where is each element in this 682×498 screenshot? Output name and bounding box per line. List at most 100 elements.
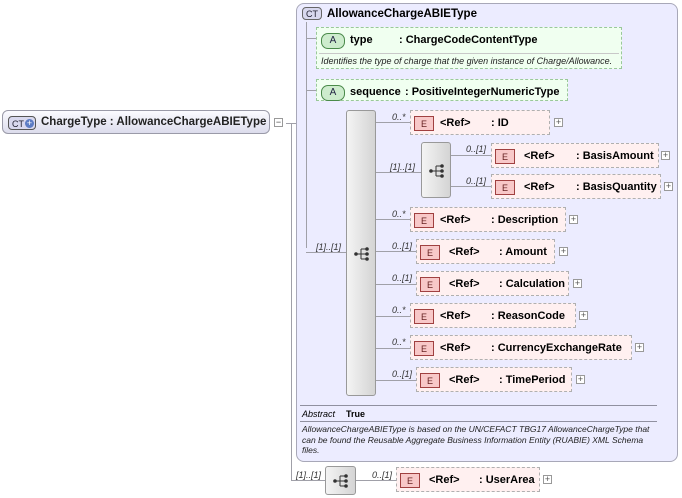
element-ref: <Ref> — [524, 150, 555, 162]
connector — [291, 480, 325, 481]
complex-type-icon: CT — [302, 7, 322, 20]
element-name: : BasisQuantity — [576, 181, 657, 193]
expand-toggle[interactable]: + — [576, 374, 585, 384]
element-icon: E — [400, 473, 420, 488]
element-name: : TimePeriod — [499, 374, 566, 386]
element-name: : CurrencyExchangeRate — [491, 342, 622, 354]
expand-toggle[interactable]: + — [573, 278, 582, 288]
connector — [306, 252, 346, 253]
cardinality-label: 0..[1] — [392, 241, 413, 251]
separator — [300, 405, 657, 406]
cardinality-label: 0..* — [392, 305, 406, 315]
connector — [376, 284, 416, 285]
element-calculation[interactable]: E <Ref> : Calculation — [416, 271, 569, 296]
element-name: : Description — [491, 214, 559, 226]
complex-type-icon: CT+ — [8, 116, 36, 130]
element-icon: E — [495, 149, 515, 164]
expand-toggle[interactable]: + — [554, 117, 563, 127]
element-icon: E — [414, 309, 434, 324]
cardinality-label: 0..* — [392, 209, 406, 219]
choice-compositor[interactable] — [421, 142, 451, 198]
attribute-type-name: : PositiveIntegerNumericType — [405, 86, 560, 98]
expand-toggle[interactable]: + — [661, 150, 670, 160]
sequence-icon — [333, 474, 348, 488]
cardinality-label: 0..[1] — [466, 144, 487, 154]
element-ref: <Ref> — [440, 117, 471, 129]
element-amount[interactable]: E <Ref> : Amount — [416, 239, 555, 264]
abstract-label: Abstract — [302, 409, 336, 419]
attribute-type[interactable]: A type : ChargeCodeContentType Identifie… — [316, 27, 622, 69]
root-complex-type[interactable]: CT+ ChargeType : AllowanceChargeABIEType — [2, 110, 270, 134]
element-icon: E — [420, 277, 440, 292]
element-currency-exchange-rate[interactable]: E <Ref> : CurrencyExchangeRate — [410, 335, 632, 360]
element-basis-amount[interactable]: E <Ref> : BasisAmount — [491, 143, 659, 168]
connector — [306, 90, 316, 91]
container-title: AllowanceChargeABIEType — [327, 8, 477, 20]
attribute-icon: A — [321, 85, 345, 101]
element-ref: <Ref> — [449, 278, 480, 290]
cardinality-label: 0..[1] — [466, 176, 487, 186]
cardinality-label: 0..* — [392, 112, 406, 122]
expand-toggle[interactable]: + — [579, 310, 588, 320]
collapse-toggle[interactable]: − — [274, 117, 283, 127]
expand-toggle[interactable]: + — [559, 246, 568, 256]
connector — [306, 38, 316, 39]
cardinality-label: [1]..[1] — [390, 162, 416, 172]
connector — [376, 219, 410, 220]
abstract-value: True — [346, 409, 366, 419]
element-name: : Amount — [499, 246, 547, 258]
separator — [300, 421, 657, 422]
element-icon: E — [420, 245, 440, 260]
connector — [291, 123, 292, 480]
connector — [451, 186, 491, 187]
element-id[interactable]: E <Ref> : ID — [410, 110, 550, 135]
connector — [376, 251, 416, 252]
separator — [319, 53, 619, 54]
sequence-compositor[interactable] — [325, 466, 356, 495]
element-ref: <Ref> — [524, 181, 555, 193]
cardinality-label: [1]..[1] — [296, 470, 322, 480]
element-basis-quantity[interactable]: E <Ref> : BasisQuantity — [491, 174, 661, 199]
element-name: : Calculation — [499, 278, 566, 290]
sequence-icon — [429, 164, 444, 178]
expand-toggle[interactable]: + — [569, 214, 578, 224]
element-ref: <Ref> — [449, 246, 480, 258]
element-time-period[interactable]: E <Ref> : TimePeriod — [416, 367, 572, 392]
element-icon: E — [414, 116, 434, 131]
element-name: : UserArea — [479, 474, 535, 486]
expand-toggle[interactable]: + — [635, 342, 644, 352]
expand-toggle[interactable]: + — [543, 474, 552, 484]
attribute-sequence[interactable]: A sequence : PositiveIntegerNumericType — [316, 79, 568, 101]
container-header: CT AllowanceChargeABIEType — [302, 6, 502, 22]
sequence-icon — [354, 247, 369, 261]
element-ref: <Ref> — [429, 474, 460, 486]
element-ref: <Ref> — [449, 374, 480, 386]
cardinality-label: 0..[1] — [392, 273, 413, 283]
connector — [376, 348, 410, 349]
element-reason-code[interactable]: E <Ref> : ReasonCode — [410, 303, 576, 328]
attribute-icon: A — [321, 33, 345, 49]
connector — [376, 380, 416, 381]
type-documentation: AllowanceChargeABIEType is based on the … — [302, 424, 650, 455]
expand-toggle[interactable]: + — [664, 181, 673, 191]
element-ref: <Ref> — [440, 342, 471, 354]
element-icon: E — [414, 341, 434, 356]
connector — [376, 316, 410, 317]
element-user-area[interactable]: E <Ref> : UserArea — [396, 467, 540, 492]
sequence-compositor[interactable] — [346, 110, 376, 396]
connector — [376, 122, 410, 123]
root-type-title: ChargeType : AllowanceChargeABIEType — [41, 116, 267, 128]
element-name: : BasisAmount — [576, 150, 654, 162]
connector — [376, 172, 421, 173]
cardinality-label: 0..* — [392, 337, 406, 347]
attribute-doc: Identifies the type of charge that the g… — [321, 56, 613, 66]
connector — [306, 22, 307, 248]
cardinality-label: [1]..[1] — [316, 242, 342, 252]
cardinality-label: 0..[1] — [392, 369, 413, 379]
element-name: : ReasonCode — [491, 310, 565, 322]
element-description[interactable]: E <Ref> : Description — [410, 207, 566, 232]
element-name: : ID — [491, 117, 509, 129]
element-ref: <Ref> — [440, 214, 471, 226]
cardinality-label: 0..[1] — [372, 470, 393, 480]
connector — [356, 480, 396, 481]
